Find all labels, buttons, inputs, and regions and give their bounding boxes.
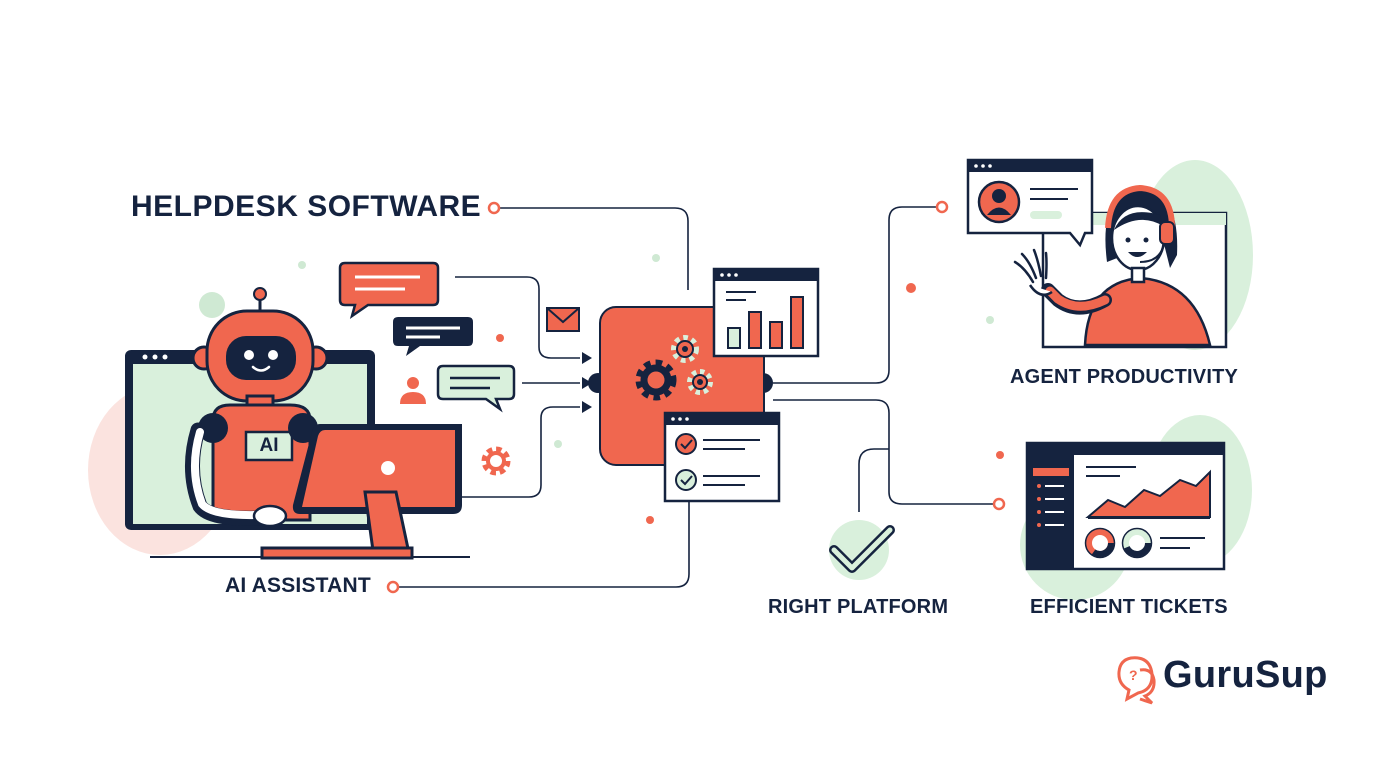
label-ai-assistant: AI ASSISTANT xyxy=(225,574,371,597)
headset-agent-icon xyxy=(966,158,1253,350)
bar-chart-icon xyxy=(712,267,820,358)
brand-logo: GuruSup xyxy=(1163,654,1328,696)
donut-icon xyxy=(1084,527,1116,559)
label-agent-productivity: AGENT PRODUCTIVITY xyxy=(1010,366,1239,388)
gear-icon xyxy=(671,335,699,363)
label-right-platform: RIGHT PLATFORM xyxy=(768,596,949,618)
robot-scene xyxy=(88,287,470,560)
page-title: HELPDESK SOFTWARE xyxy=(131,190,482,223)
label-efficient-tickets: EFFICIENT TICKETS xyxy=(1030,596,1228,618)
checkmark-icon xyxy=(829,520,895,580)
donut-icon xyxy=(1121,527,1153,559)
question-bubble-icon: ? xyxy=(1117,656,1156,705)
decor-dots xyxy=(298,254,1004,524)
user-icon xyxy=(400,377,426,404)
gear-icon xyxy=(635,359,677,401)
chat-icon xyxy=(436,364,516,413)
envelope-icon xyxy=(546,307,580,332)
gear-icon xyxy=(687,369,713,395)
chat-icon xyxy=(393,317,473,356)
svg-text:?: ? xyxy=(1129,667,1138,683)
computer-icon xyxy=(260,424,462,560)
connector-lines xyxy=(398,206,994,588)
connector-dots xyxy=(386,200,1006,594)
checklist-window xyxy=(663,411,781,503)
robot-badge: AI xyxy=(259,435,279,456)
area-chart-icon xyxy=(1020,415,1252,600)
chat-icon xyxy=(338,261,440,319)
robot-icon xyxy=(184,287,329,528)
arrow-heads xyxy=(582,352,592,413)
gear-icon xyxy=(481,446,511,476)
